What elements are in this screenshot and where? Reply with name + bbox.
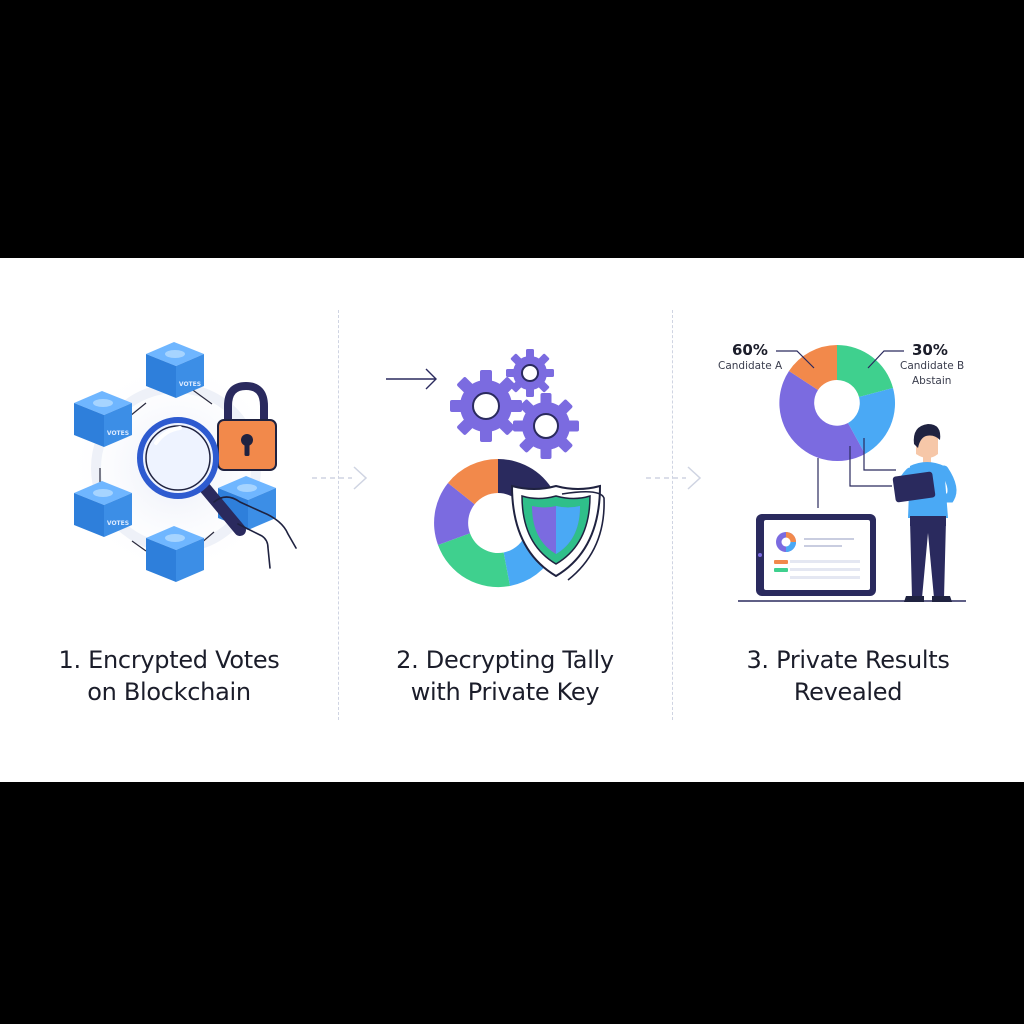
chevron-right-icon — [312, 466, 368, 490]
step-2: 2. Decrypting Tally with Private Key — [338, 258, 672, 782]
block-label: VOTES — [179, 381, 201, 388]
result-label-b: Candidate B — [900, 360, 965, 372]
results-illustration — [738, 345, 966, 602]
tablet-device — [756, 514, 876, 596]
person-figure — [892, 424, 957, 602]
result-label-a: Candidate A — [718, 360, 783, 372]
step-1: VOTES VOTES VOTES — [0, 258, 338, 782]
step-3-title-line1: 3. Private Results — [746, 646, 950, 674]
block-label: VOTES — [107, 520, 129, 527]
block-left-upper — [74, 391, 132, 447]
result-percent-b: 30% — [912, 341, 948, 359]
blockchain-illustration: VOTES VOTES VOTES — [66, 342, 297, 582]
shield-icon — [510, 484, 605, 581]
block-top — [146, 342, 204, 398]
magnifier-icon — [137, 417, 246, 536]
padlock-icon — [217, 381, 277, 471]
step-2-title-line1: 2. Decrypting Tally — [396, 646, 614, 674]
result-percent-a: 60% — [732, 341, 768, 359]
step-3-title-line2: Revealed — [793, 678, 903, 706]
block-right — [218, 476, 276, 530]
divider-1 — [338, 310, 339, 720]
divider-2 — [672, 310, 673, 720]
gears-icon — [450, 349, 579, 459]
results-donut — [779, 345, 896, 462]
step-3-caption: 3. Private Results Revealed — [672, 644, 1024, 708]
decrypt-illustration — [386, 349, 605, 588]
block-left-lower — [74, 481, 132, 537]
block-bottom — [146, 526, 204, 582]
step-2-title-line2: with Private Key — [410, 678, 600, 706]
chevron-right-icon — [646, 466, 702, 490]
step-1-title-line2: on Blockchain — [87, 678, 251, 706]
arrow-right-icon — [386, 368, 437, 390]
block-label: VOTES — [107, 430, 129, 437]
step-1-caption: 1. Encrypted Votes on Blockchain — [0, 644, 338, 708]
step-1-title-line1: 1. Encrypted Votes — [58, 646, 280, 674]
diagram-panel: VOTES VOTES VOTES — [0, 258, 1024, 782]
step-3: 60% Candidate A 30% Candidate B Abstain … — [672, 258, 1024, 782]
step-2-caption: 2. Decrypting Tally with Private Key — [338, 644, 672, 708]
result-label-abstain: Abstain — [912, 375, 952, 387]
